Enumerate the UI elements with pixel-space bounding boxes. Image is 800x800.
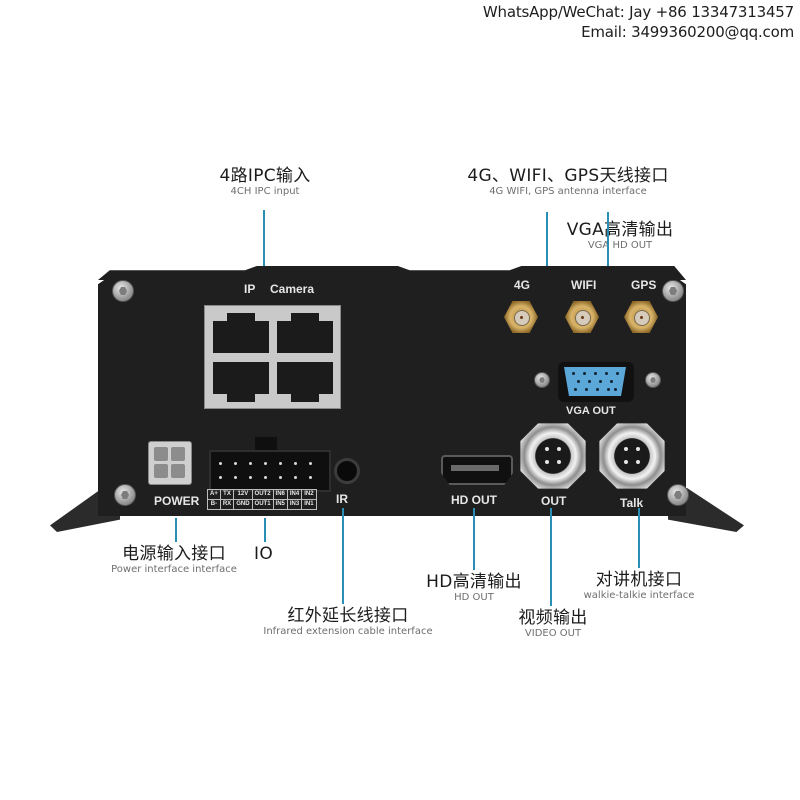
io-pin-label: IN2: [301, 489, 317, 500]
callout-ipc: 4路IPC输入 4CH IPC input: [185, 166, 345, 198]
label-ir: IR: [336, 492, 348, 506]
label-out: OUT: [541, 494, 567, 508]
callout-talk-cn: 对讲机接口: [595, 570, 683, 590]
vga-port-face-icon: [564, 367, 626, 396]
hdmi-port[interactable]: [441, 455, 513, 485]
screw-top-left-icon: [112, 280, 134, 302]
rj45-port-1-icon[interactable]: [213, 313, 269, 353]
label-wifi: WIFI: [571, 278, 597, 292]
leader-video: [550, 508, 552, 606]
label-hd-out: HD OUT: [451, 493, 497, 507]
io-pin-label: IN5: [272, 499, 288, 510]
io-pin-label: IN6: [272, 489, 288, 500]
callout-ir: 红外延长线接口 Infrared extension cable interfa…: [250, 606, 446, 638]
vga-screw-left-icon: [534, 372, 550, 388]
io-pin-label: A+: [207, 489, 221, 500]
io-pin-label: IN1: [301, 499, 317, 510]
rj45-block: [204, 305, 341, 409]
label-ip: IP: [244, 282, 256, 296]
callout-vga-en: VGA HD OUT: [587, 240, 653, 251]
callout-hd-en: HD OUT: [454, 592, 494, 603]
callout-video-en: VIDEO OUT: [524, 628, 582, 639]
io-pinout-row-1: A+ TX 12V OUT2 IN6 IN4 IN2: [207, 489, 317, 500]
power-connector[interactable]: [148, 441, 192, 485]
antenna-gps-connector-icon[interactable]: [624, 301, 658, 333]
label-power: POWER: [154, 494, 200, 508]
vga-port[interactable]: [558, 362, 634, 402]
io-pin-label: IN4: [286, 489, 303, 500]
callout-ir-cn: 红外延长线接口: [287, 606, 409, 626]
leader-talk: [638, 508, 640, 568]
leader-ipc: [263, 210, 265, 310]
callout-io: IO: [254, 544, 273, 564]
label-talk: Talk: [620, 496, 644, 510]
screw-bottom-left-icon: [114, 484, 136, 506]
hdmi-contacts-icon: [451, 465, 499, 471]
callout-power-cn: 电源输入接口: [122, 544, 226, 564]
contact-info: WhatsApp/WeChat: Jay +86 13347313457 Ema…: [483, 2, 794, 42]
callout-ipc-en: 4CH IPC input: [230, 186, 300, 197]
io-pinout-row-2: B- RX GND OUT1 IN5 IN3 IN1: [207, 499, 317, 510]
io-connector-tab: [255, 437, 277, 451]
callout-hd: HD高清输出 HD OUT: [414, 572, 534, 604]
label-gps: GPS: [631, 278, 657, 292]
label-camera: Camera: [270, 282, 315, 296]
io-pin-label: 12V: [233, 489, 253, 500]
screw-bottom-right-icon: [667, 484, 689, 506]
label-vga-out: VGA OUT: [566, 405, 616, 417]
callout-vga-cn: VGA高清输出: [566, 220, 674, 240]
io-pin-label: IN3: [286, 499, 303, 510]
video-out-aviation-connector[interactable]: [520, 423, 586, 489]
leader-io: [264, 518, 266, 542]
callout-video: 视频输出 VIDEO OUT: [505, 608, 601, 640]
io-pin-label: B-: [207, 499, 221, 510]
callout-ipc-cn: 4路IPC输入: [219, 166, 311, 186]
leader-antenna: [546, 212, 548, 292]
callout-talk-en: walkie-talkie interface: [583, 590, 695, 601]
leader-power: [175, 518, 177, 542]
vga-screw-right-icon: [645, 372, 661, 388]
io-pin-label: OUT2: [251, 489, 274, 500]
label-4g: 4G: [514, 278, 531, 292]
callout-io-cn: IO: [254, 544, 273, 564]
rj45-port-2-icon[interactable]: [277, 313, 333, 353]
ir-jack[interactable]: [334, 458, 360, 484]
io-pin-label: TX: [219, 489, 235, 500]
contact-whatsapp: WhatsApp/WeChat: Jay +86 13347313457: [482, 3, 794, 21]
rj45-port-4-icon[interactable]: [277, 362, 333, 402]
callout-power: 电源输入接口 Power interface interface: [100, 544, 248, 576]
io-pinout-table: A+ TX 12V OUT2 IN6 IN4 IN2 B- RX GND OUT…: [207, 489, 317, 510]
callout-ir-en: Infrared extension cable interface: [263, 626, 433, 637]
rj45-port-3-icon[interactable]: [213, 362, 269, 402]
callout-antenna-cn: 4G、WIFI、GPS天线接口: [467, 166, 669, 186]
callout-hd-cn: HD高清输出: [426, 572, 522, 592]
leader-hd: [473, 508, 475, 570]
io-pin-label: OUT1: [251, 499, 274, 510]
leader-ir: [342, 508, 344, 604]
callout-antenna: 4G、WIFI、GPS天线接口 4G WIFI, GPS antenna int…: [438, 166, 698, 198]
callout-video-cn: 视频输出: [518, 608, 588, 628]
callout-talk: 对讲机接口 walkie-talkie interface: [572, 570, 706, 602]
antenna-wifi-connector-icon[interactable]: [565, 301, 599, 333]
contact-email: Email: 3499360200@qq.com: [581, 23, 794, 41]
io-pin-label: GND: [233, 499, 253, 510]
io-pin-label: RX: [219, 499, 235, 510]
callout-antenna-en: 4G WIFI, GPS antenna interface: [489, 186, 647, 197]
io-connector[interactable]: [209, 450, 331, 492]
callout-power-en: Power interface interface: [111, 564, 237, 575]
talk-aviation-connector[interactable]: [599, 423, 665, 489]
callout-vga: VGA高清输出 VGA HD OUT: [555, 220, 685, 252]
screw-top-right-icon: [662, 280, 684, 302]
